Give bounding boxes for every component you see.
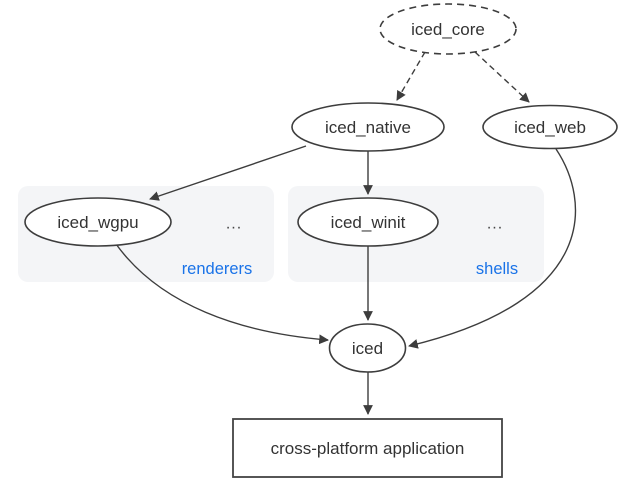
node-iced-wgpu-label: iced_wgpu — [57, 213, 138, 232]
node-iced-native-label: iced_native — [325, 118, 411, 137]
node-iced-core-label: iced_core — [411, 20, 485, 39]
edge-iced-native-to-iced-wgpu — [149, 145, 307, 201]
edge-iced-core-to-iced-native — [396, 51, 426, 101]
node-iced-native-ellipse — [291, 102, 445, 152]
node-iced-label: iced — [352, 339, 383, 358]
node-iced-wgpu-ellipse — [24, 197, 172, 247]
node-iced-core-ellipse — [379, 3, 517, 55]
node-iced-web-ellipse — [482, 104, 618, 150]
renderers-group-label: renderers — [182, 260, 253, 278]
node-iced-winit-label: iced_winit — [331, 213, 406, 232]
node-iced-winit-ellipse — [297, 197, 439, 247]
node-iced-web-label: iced_web — [514, 118, 586, 137]
edge-iced-core-to-iced-web — [474, 51, 530, 103]
node-iced-ellipse — [328, 323, 407, 373]
shells-ellipsis: ... — [487, 216, 503, 233]
edge-iced-web-to-iced — [408, 148, 577, 349]
edge-iced-wgpu-to-iced — [115, 243, 329, 345]
node-app-rect — [232, 418, 503, 478]
shells-group-label: shells — [476, 260, 518, 278]
node-app-label: cross-platform application — [271, 439, 465, 458]
renderers-ellipsis: ... — [226, 216, 242, 233]
